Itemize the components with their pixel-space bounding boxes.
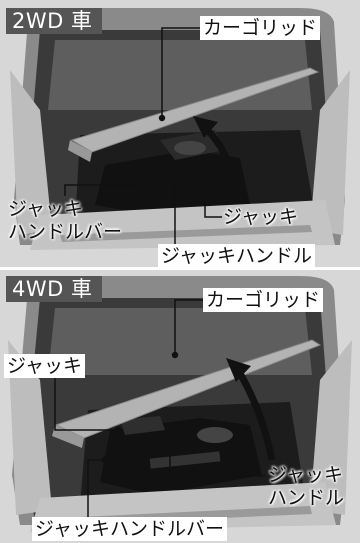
label-cargo-lid: カーゴリッド [200, 16, 321, 40]
trunk-2wd-drawing [0, 0, 360, 267]
label-jack-handle-4wd-line1: ジャッキ [268, 464, 344, 486]
model-tag-2wd: 2WD 車 [6, 8, 103, 34]
label-cargo-lid-4wd: カーゴリッド [203, 288, 324, 312]
trunk-4wd-drawing [0, 270, 360, 543]
label-jack: ジャッキ [223, 206, 299, 228]
model-tag-4wd: 4WD 車 [6, 276, 103, 302]
illustration-4wd: 4WD 車 カーゴリッド ジャッキ ジャッキ ハンドル ジャッキハンドルバー [0, 270, 360, 543]
label-jack-handle-bar-line1: ジャッキ [8, 198, 84, 220]
label-jack-handle: ジャッキハンドル [158, 244, 316, 267]
label-jack-handle-bar-4wd: ジャッキハンドルバー [32, 517, 228, 541]
illustration-2wd: 2WD 車 カーゴリッド ジャッキ ハンドルバー ジャッキ ジャッキハンドル [0, 0, 360, 267]
label-jack-4wd: ジャッキ [4, 354, 86, 378]
label-jack-handle-4wd-line2: ハンドル [268, 487, 345, 509]
label-jack-handle-bar-line2: ハンドルバー [8, 221, 123, 243]
